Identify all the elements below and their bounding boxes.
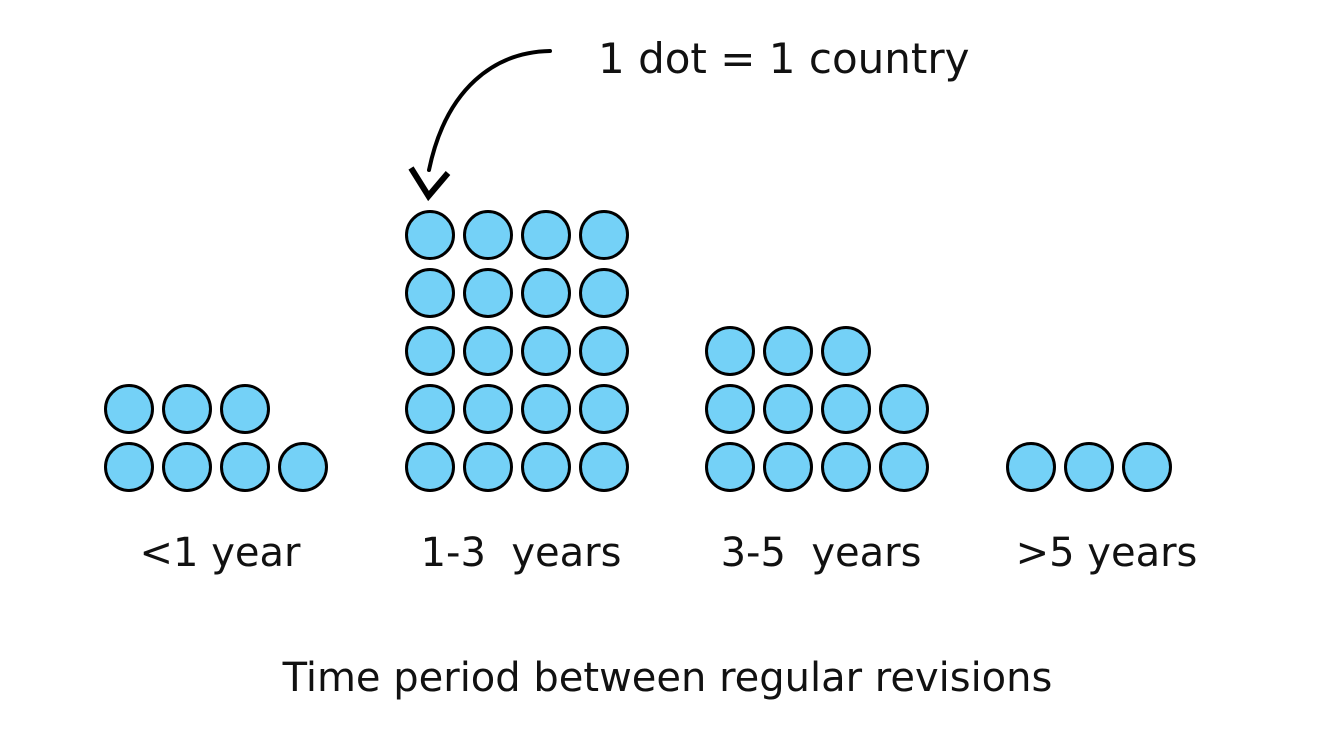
dot (579, 268, 629, 318)
dot (821, 384, 871, 434)
dot (463, 442, 513, 492)
dot-row (405, 438, 637, 496)
dot (705, 442, 755, 492)
dot-row (405, 264, 637, 322)
dot (521, 384, 571, 434)
dot-row (405, 206, 637, 264)
dot (104, 384, 154, 434)
dot (879, 384, 929, 434)
curved-arrow-down-left-icon (408, 49, 552, 202)
dot (521, 210, 571, 260)
dot (521, 442, 571, 492)
dot-group-1-3-years (405, 206, 637, 496)
dot (763, 326, 813, 376)
dot-row (405, 380, 637, 438)
group-label-gt-5-years: >5 years (1015, 530, 1198, 576)
dot (705, 326, 755, 376)
dot-group-gt-5-years (1006, 438, 1180, 496)
dot (521, 326, 571, 376)
dot (879, 442, 929, 492)
dot (763, 384, 813, 434)
dot-row (705, 322, 879, 380)
dot (821, 326, 871, 376)
dot (405, 384, 455, 434)
dot (1006, 442, 1056, 492)
dot-row (104, 438, 336, 496)
dot-group-lt-1-year (104, 380, 336, 496)
dot (162, 442, 212, 492)
dot (463, 210, 513, 260)
dot (405, 268, 455, 318)
dot-row (705, 438, 937, 496)
dot (579, 442, 629, 492)
dot (220, 384, 270, 434)
annotation-label: 1 dot = 1 country (598, 34, 970, 83)
dot (463, 384, 513, 434)
dot (463, 268, 513, 318)
dot (521, 268, 571, 318)
dot (821, 442, 871, 492)
dot-row (705, 380, 937, 438)
dot (405, 442, 455, 492)
dot-row (1006, 438, 1180, 496)
dot (104, 442, 154, 492)
dot (278, 442, 328, 492)
dot-row (405, 322, 637, 380)
group-label-3-5-years: 3-5 years (720, 530, 922, 576)
dot (579, 210, 629, 260)
dot (405, 210, 455, 260)
dot (405, 326, 455, 376)
dot-group-3-5-years (705, 322, 937, 496)
dot (162, 384, 212, 434)
group-label-1-3-years: 1-3 years (420, 530, 622, 576)
dot (1064, 442, 1114, 492)
dot (463, 326, 513, 376)
dot (220, 442, 270, 492)
x-axis-caption: Time period between regular revisions (282, 655, 1053, 701)
dot (1122, 442, 1172, 492)
group-label-lt-1-year: <1 year (139, 530, 301, 576)
dot (763, 442, 813, 492)
dot-row (104, 380, 278, 438)
dot (579, 384, 629, 434)
dot (705, 384, 755, 434)
dot (579, 326, 629, 376)
